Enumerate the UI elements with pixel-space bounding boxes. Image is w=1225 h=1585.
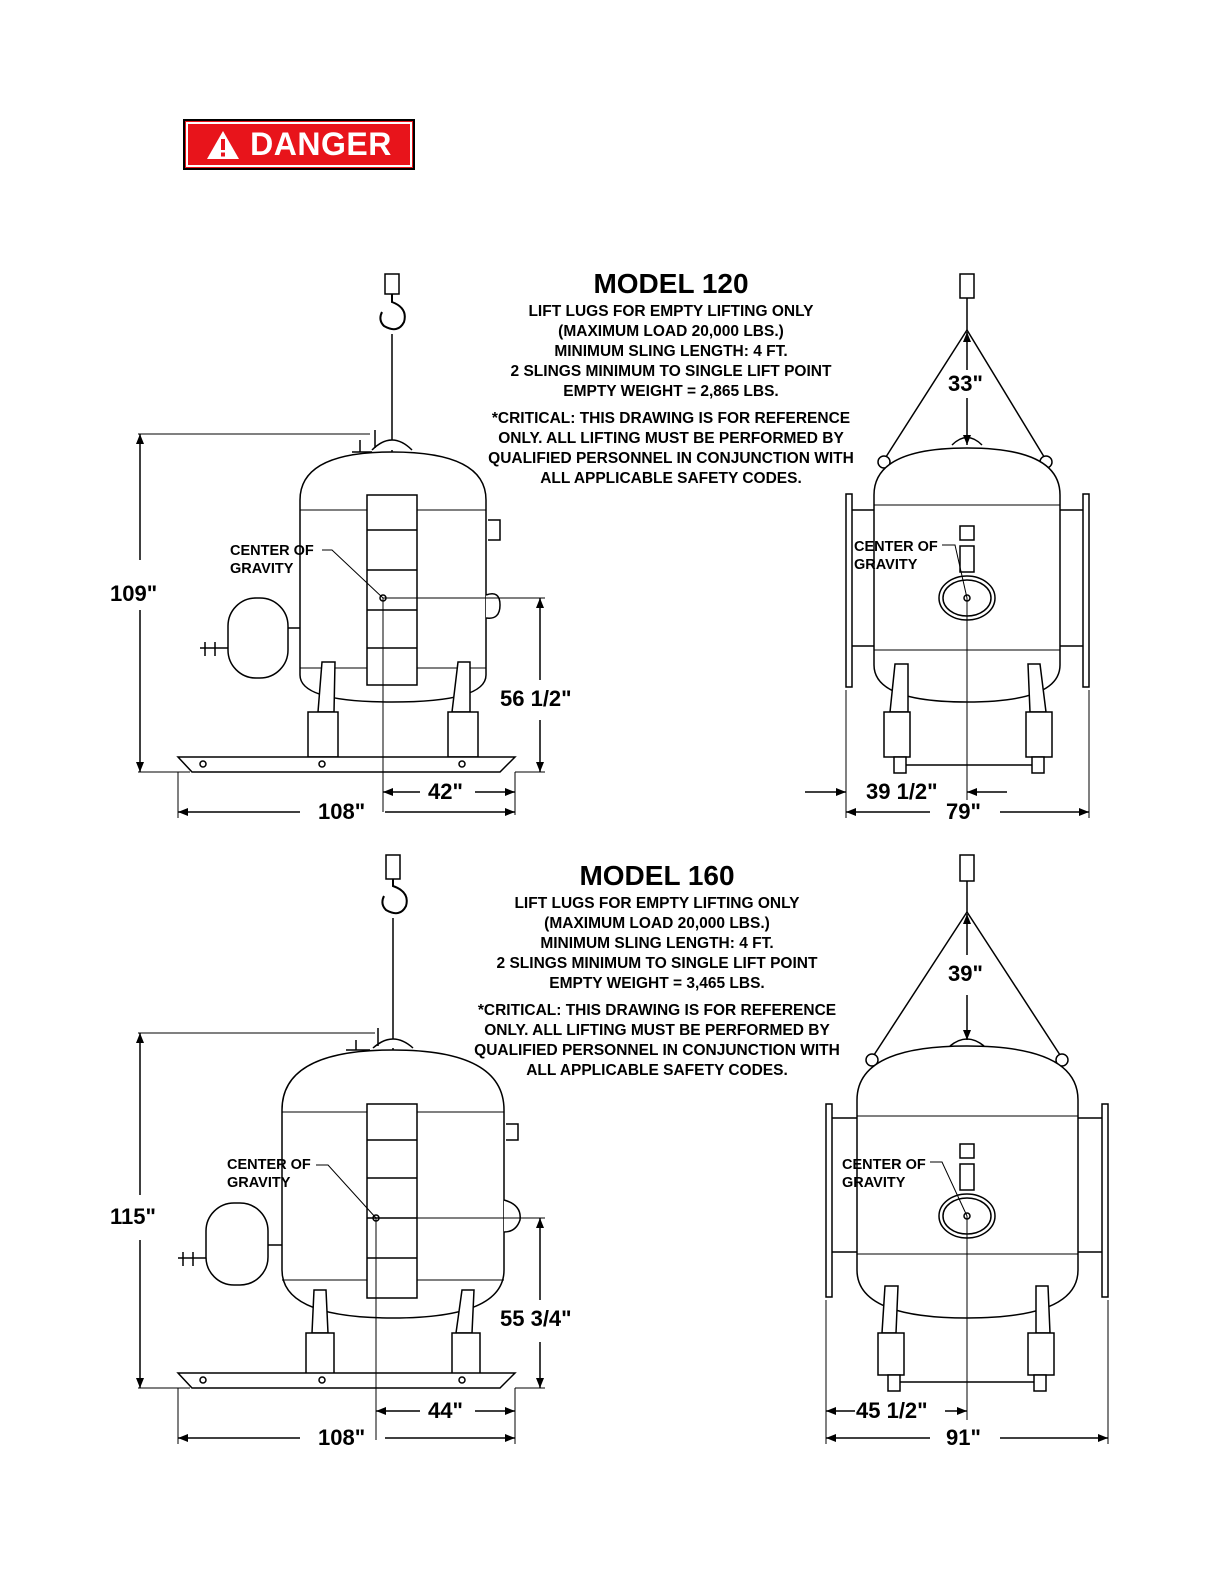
critical-note: *CRITICAL: THIS DRAWING IS FOR REFERENCE…	[451, 1001, 863, 1081]
spec-line: LIFT LUGS FOR EMPTY LIFTING ONLY	[514, 895, 800, 912]
cog-label: CENTER OF GRAVITY	[842, 1156, 926, 1192]
spec-line: 2 SLINGS MINIMUM TO SINGLE LIFT POINT	[496, 955, 818, 972]
width-dimension: 79"	[946, 799, 981, 824]
length-dimension: 108"	[318, 799, 366, 824]
sling-height-dimension: 33"	[948, 371, 983, 396]
model-120-side-view	[136, 273, 545, 818]
height-dimension: 109"	[110, 581, 158, 606]
cog-label: CENTER OF GRAVITY	[227, 1156, 311, 1192]
critical-note: *CRITICAL: THIS DRAWING IS FOR REFERENCE…	[465, 409, 877, 489]
cog-height-dimension: 56 1/2"	[500, 686, 572, 711]
cog-label: CENTER OF GRAVITY	[230, 542, 314, 578]
spec-line: (MAXIMUM LOAD 20,000 LBS.)	[558, 323, 784, 340]
cog-height-dimension: 55 3/4"	[500, 1306, 572, 1331]
warning-triangle-icon	[206, 130, 240, 160]
model-title: MODEL 160	[579, 860, 735, 891]
cog-offset-dimension: 44"	[428, 1398, 463, 1423]
critical-line: *CRITICAL: THIS DRAWING IS FOR REFERENCE	[491, 410, 851, 427]
cog-label-line: CENTER OF	[842, 1157, 926, 1173]
spec-line: (MAXIMUM LOAD 20,000 LBS.)	[544, 915, 770, 932]
cog-label: CENTER OF GRAVITY	[854, 538, 938, 574]
cog-label-line: CENTER OF	[227, 1157, 311, 1173]
spec-line: EMPTY WEIGHT = 3,465 LBS.	[549, 975, 765, 992]
critical-line: QUALIFIED PERSONNEL IN CONJUNCTION WITH	[474, 1042, 840, 1059]
spec-line: 2 SLINGS MINIMUM TO SINGLE LIFT POINT	[510, 363, 832, 380]
critical-line: ONLY. ALL LIFTING MUST BE PERFORMED BY	[498, 430, 844, 447]
length-dimension: 108"	[318, 1425, 366, 1450]
height-dimension: 115"	[110, 1204, 156, 1229]
model-120-notes: MODEL 120 LIFT LUGS FOR EMPTY LIFTING ON…	[465, 268, 877, 489]
model-title: MODEL 120	[593, 268, 749, 299]
critical-line: ONLY. ALL LIFTING MUST BE PERFORMED BY	[484, 1022, 830, 1039]
cog-label-line: GRAVITY	[227, 1175, 291, 1191]
sling-height-dimension: 39"	[948, 961, 983, 986]
spec-line: MINIMUM SLING LENGTH: 4 FT.	[540, 935, 774, 952]
cog-label-line: CENTER OF	[230, 543, 314, 559]
cog-offset-dimension: 45 1/2"	[856, 1398, 928, 1423]
cog-label-line: GRAVITY	[842, 1175, 906, 1191]
spec-line: LIFT LUGS FOR EMPTY LIFTING ONLY	[528, 303, 814, 320]
model-160-end-view	[825, 854, 1109, 1444]
cog-offset-dimension: 39 1/2"	[866, 779, 938, 804]
critical-line: ALL APPLICABLE SAFETY CODES.	[540, 470, 802, 487]
cog-label-line: GRAVITY	[854, 557, 918, 573]
critical-line: *CRITICAL: THIS DRAWING IS FOR REFERENCE	[477, 1002, 837, 1019]
cog-offset-dimension: 42"	[428, 779, 463, 804]
spec-line: EMPTY WEIGHT = 2,865 LBS.	[563, 383, 779, 400]
critical-line: ALL APPLICABLE SAFETY CODES.	[526, 1062, 788, 1079]
danger-sign: DANGER	[183, 119, 415, 170]
model-160-notes: MODEL 160 LIFT LUGS FOR EMPTY LIFTING ON…	[451, 860, 863, 1081]
cog-label-line: CENTER OF	[854, 539, 938, 555]
spec-line: MINIMUM SLING LENGTH: 4 FT.	[554, 343, 788, 360]
danger-label: DANGER	[250, 126, 392, 162]
cog-label-line: GRAVITY	[230, 561, 294, 577]
model-160-side-view	[136, 854, 545, 1444]
model-120-end-view	[805, 273, 1090, 818]
width-dimension: 91"	[946, 1425, 981, 1450]
critical-line: QUALIFIED PERSONNEL IN CONJUNCTION WITH	[488, 450, 854, 467]
